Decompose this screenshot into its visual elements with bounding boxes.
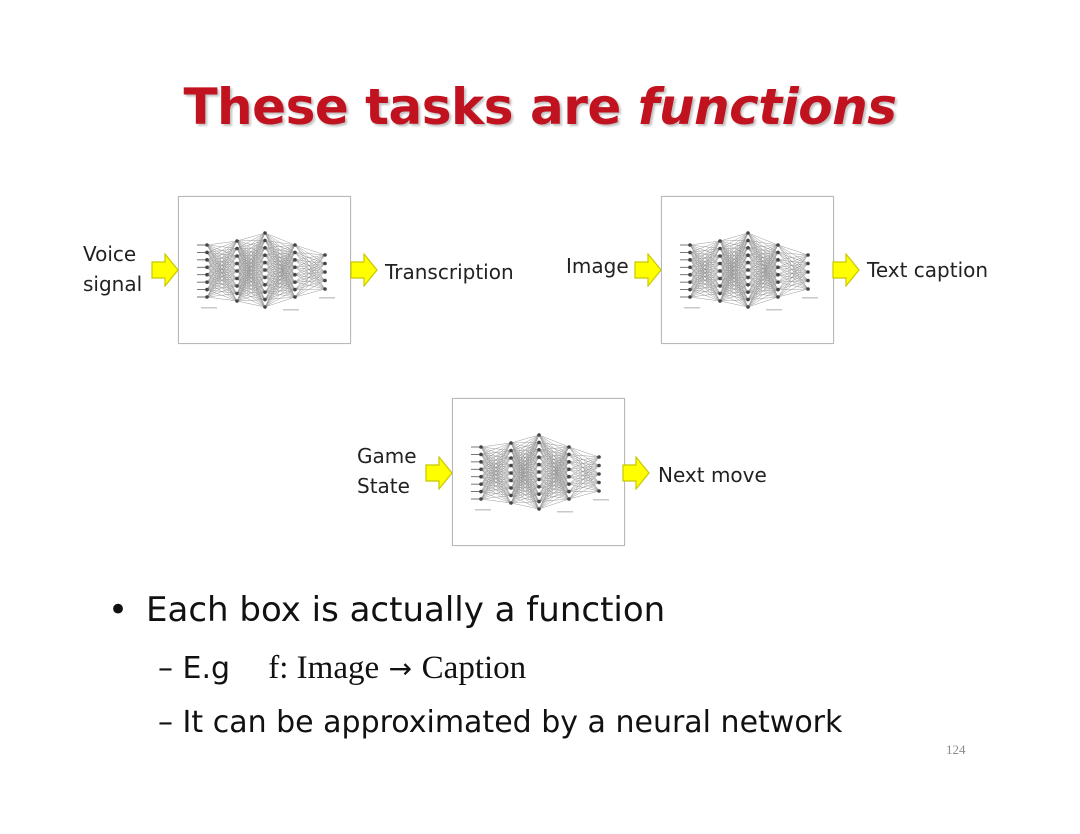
- approx-text: It can be approximated by a neural netwo…: [182, 705, 843, 740]
- sub-bullet-example: – E.g f: Image → Caption: [158, 650, 526, 687]
- arrow-right-icon: [151, 253, 179, 287]
- neural-network-box: [178, 196, 351, 344]
- block1-input-label: Voice signal: [83, 242, 143, 296]
- block3-input-label: Game State: [357, 444, 417, 498]
- title-emphasis: functions: [637, 78, 897, 136]
- neural-network-box: [452, 398, 625, 546]
- block2-output-label: Text caption: [867, 258, 989, 282]
- slide-title: These tasks are functions: [0, 78, 1080, 136]
- bullet-symbol: •: [108, 590, 129, 630]
- arrow-right-icon: [350, 253, 378, 287]
- arrow-right-icon: [622, 456, 650, 490]
- arrow-right-icon: →: [388, 652, 413, 685]
- dash: –: [158, 705, 173, 740]
- dash: –: [158, 651, 173, 686]
- neural-network-icon: [471, 433, 609, 513]
- block2-input-label: Image: [566, 254, 629, 278]
- example-prefix: E.g: [182, 651, 231, 686]
- sub-bullet-approx: – It can be approximated by a neural net…: [158, 705, 842, 740]
- bullet-main-text: Each box is actually a function: [146, 590, 666, 630]
- arrow-right-icon: [425, 456, 453, 490]
- block3-output-label: Next move: [658, 463, 767, 487]
- slide-number: 124: [946, 742, 966, 757]
- neural-network-icon: [680, 231, 818, 311]
- title-main: These tasks are: [183, 78, 638, 136]
- example-expr-left: f: Image: [268, 650, 380, 686]
- block1-output-label: Transcription: [385, 260, 514, 284]
- arrow-right-icon: [634, 253, 662, 287]
- bullet-main: • Each box is actually a function: [108, 590, 665, 630]
- neural-network-box: [661, 196, 834, 344]
- neural-network-icon: [197, 231, 335, 311]
- example-expr-right: Caption: [421, 650, 527, 686]
- arrow-right-icon: [832, 253, 860, 287]
